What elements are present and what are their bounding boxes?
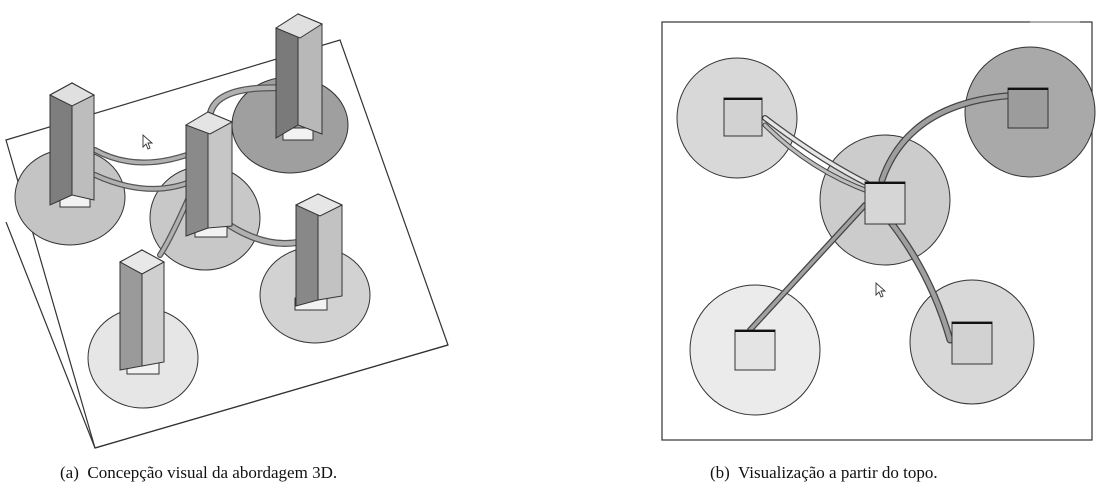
- mouse-pointer-icon: [142, 133, 154, 150]
- pillar-bottom-right: [951, 321, 993, 365]
- pillar-top-right: [274, 13, 324, 141]
- pillar-center: [184, 111, 234, 238]
- pillar-center: [864, 181, 906, 225]
- pillar-left: [48, 82, 96, 208]
- caption-b: (b) Visualização a partir do topo.: [710, 463, 938, 482]
- figure-a: (a) Concepção visual da abordagem 3D.: [0, 0, 470, 494]
- scene-top-view: [661, 21, 1096, 441]
- pillar-right: [294, 193, 344, 311]
- pillar-bottom-left: [734, 329, 776, 371]
- scene-3d: [5, 13, 449, 449]
- mouse-pointer-icon: [875, 281, 887, 298]
- figure-b: (b) Visualização a partir do topo.: [650, 0, 1097, 494]
- pillar-top-right: [1007, 87, 1049, 129]
- cables: [747, 91, 1024, 344]
- pillar-top-left: [723, 97, 763, 137]
- pillar-bottom: [118, 249, 166, 375]
- caption-a: (a) Concepção visual da abordagem 3D.: [60, 463, 338, 482]
